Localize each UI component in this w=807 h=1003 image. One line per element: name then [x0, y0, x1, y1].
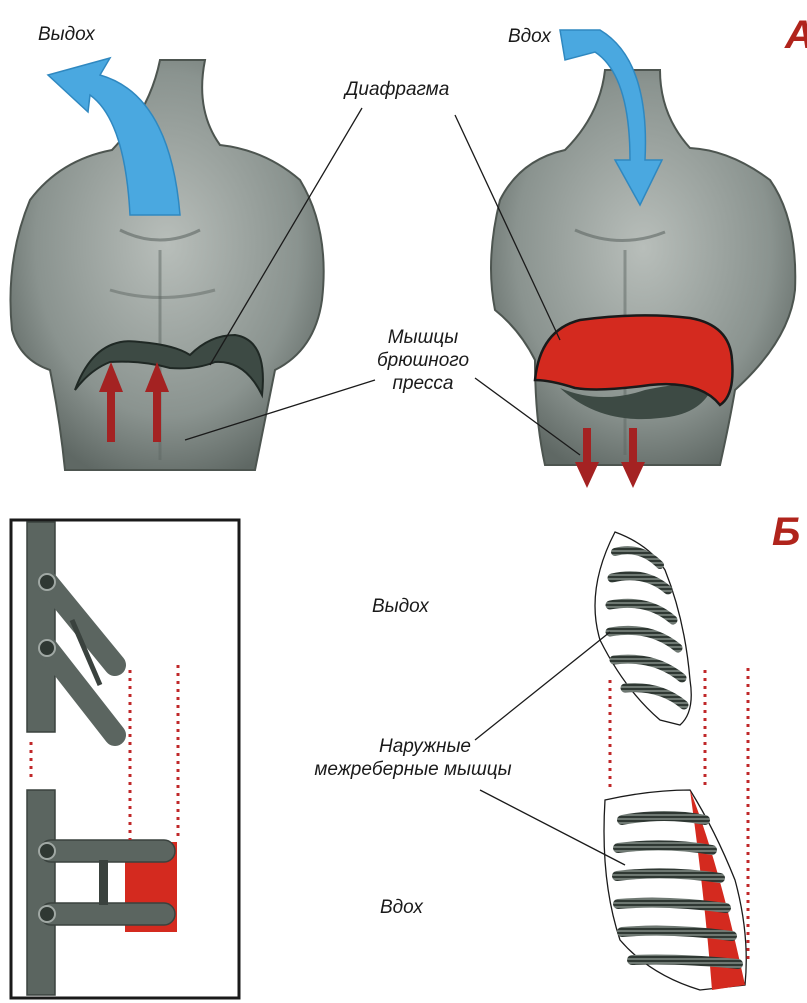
section-letter-a: А — [784, 13, 807, 57]
intercostal-label-line2: межреберные мышцы — [314, 759, 511, 780]
inhale-label-a: Вдох — [508, 26, 552, 47]
section-letter-b: Б — [772, 510, 800, 554]
down-arrow-icon — [621, 462, 645, 488]
torso-exhale — [10, 60, 323, 470]
exhale-label-a: Выдох — [38, 24, 96, 45]
leader-lines-b — [475, 632, 625, 865]
abdominal-label-line2: брюшного — [377, 350, 469, 371]
lever-model — [11, 520, 239, 998]
inhale-label-b: Вдох — [380, 897, 424, 918]
ribcage-inhale — [604, 790, 746, 990]
abdominal-label-line1: Мышцы — [388, 327, 458, 348]
down-arrow-icon — [575, 462, 599, 488]
exhale-label-b: Выдох — [372, 596, 430, 617]
intercostal-label-line1: Наружные — [379, 736, 471, 757]
diaphragm-label: Диафрагма — [343, 79, 449, 100]
abdominal-label-line3: пресса — [393, 373, 454, 394]
